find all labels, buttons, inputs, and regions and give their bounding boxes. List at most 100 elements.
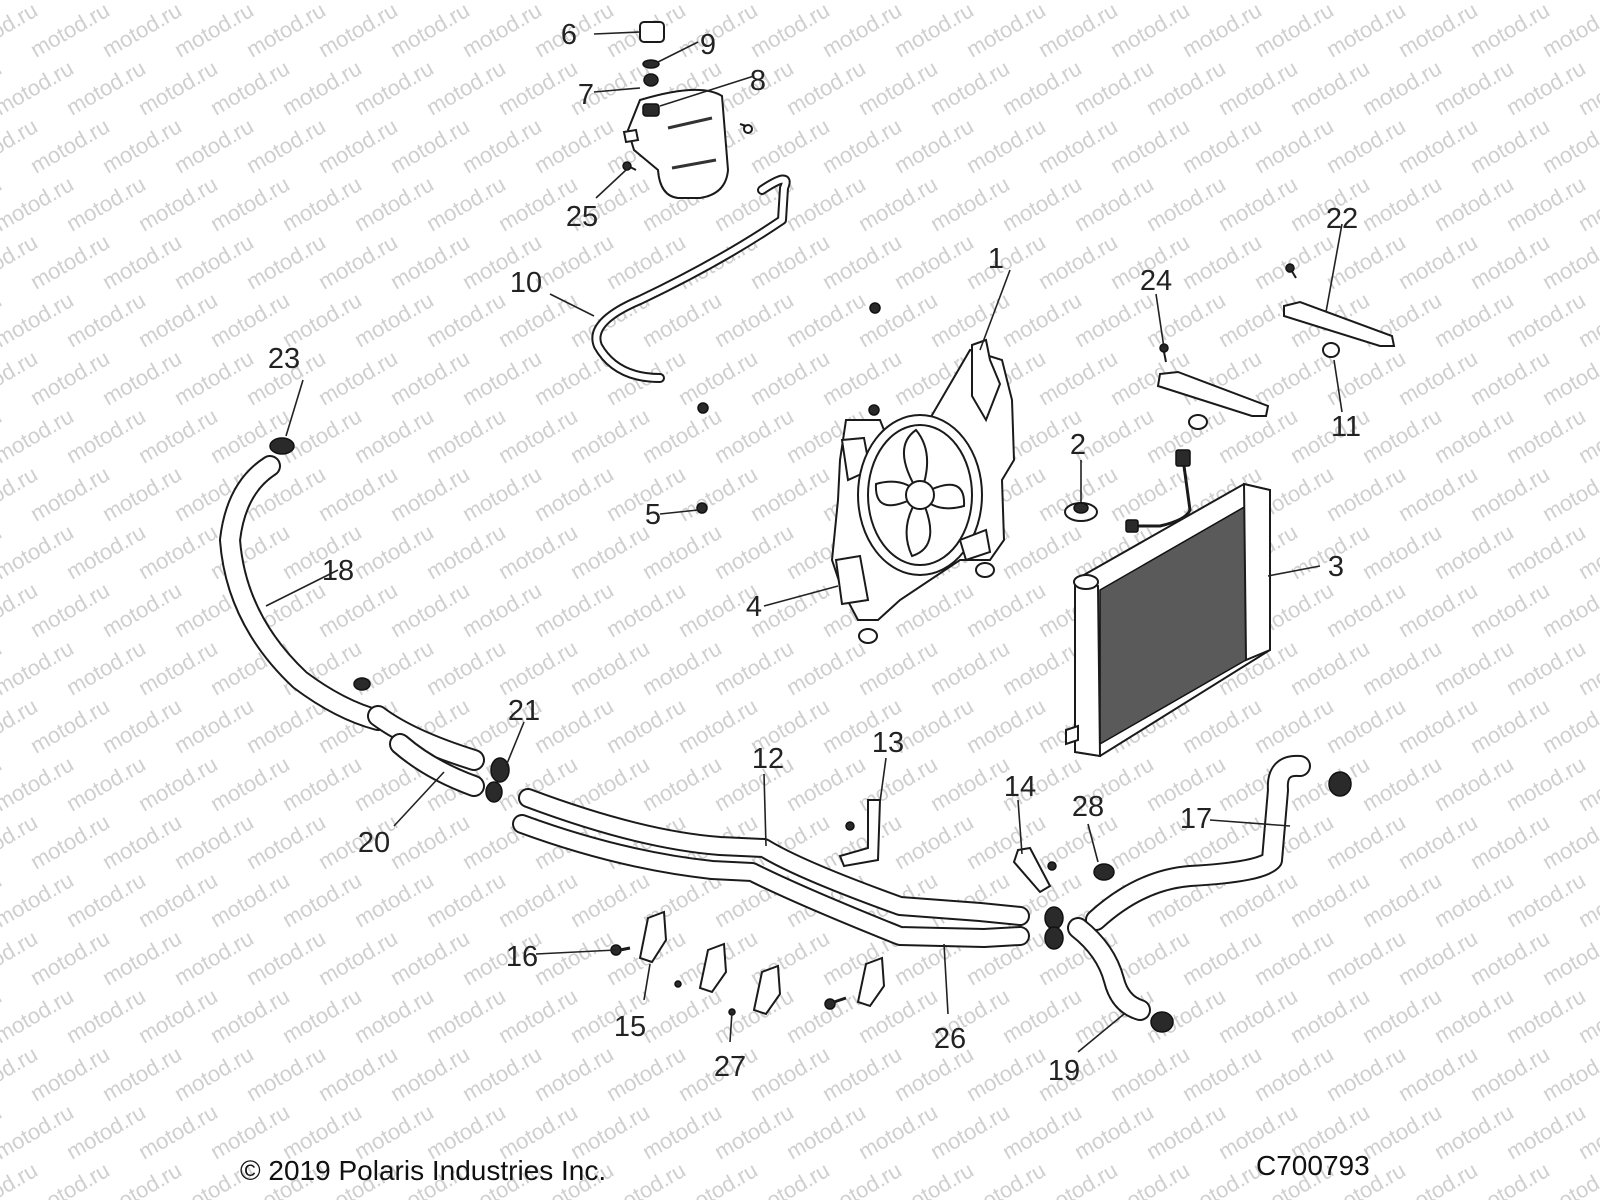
hose-clamp-21-part: [485, 757, 510, 803]
radiator-right-tank: [1242, 482, 1271, 662]
watermark-text: motod.ru: [1502, 403, 1590, 468]
watermark-text: motod.ru: [1142, 287, 1230, 352]
watermark-text: motod.ru: [1394, 809, 1482, 874]
watermark-text: motod.ru: [926, 0, 1014, 4]
watermark-text: motod.ru: [1466, 0, 1554, 62]
watermark-text: motod.ru: [854, 55, 942, 120]
watermark-text: motod.ru: [1178, 693, 1266, 758]
cooling-fan-assembly: [830, 338, 1016, 621]
watermark-text: motod.ru: [350, 983, 438, 1048]
watermark-text: motod.ru: [386, 809, 474, 874]
watermark-text: motod.ru: [1250, 229, 1338, 294]
watermark-text: motod.ru: [0, 1157, 42, 1200]
watermark-text: motod.ru: [26, 693, 114, 758]
watermark-text: motod.ru: [1430, 519, 1518, 584]
watermark-text: motod.ru: [962, 229, 1050, 294]
watermark-text: motod.ru: [134, 403, 222, 468]
watermark-text: motod.ru: [0, 751, 78, 816]
watermark-text: motod.ru: [710, 0, 798, 4]
callout-7: 7: [578, 79, 594, 111]
watermark-text: motod.ru: [1394, 693, 1482, 758]
watermark-text: motod.ru: [1538, 1041, 1600, 1106]
watermark-text: motod.ru: [782, 171, 870, 236]
watermark-text: motod.ru: [314, 925, 402, 990]
callout-20: 20: [358, 827, 390, 859]
watermark-text: motod.ru: [1538, 113, 1600, 178]
watermark-text: motod.ru: [26, 345, 114, 410]
watermark-text: motod.ru: [1142, 171, 1230, 236]
hose-20-part: [367, 705, 485, 797]
watermark-text: motod.ru: [206, 751, 294, 816]
watermark-text: motod.ru: [1430, 171, 1518, 236]
watermark-text: motod.ru: [1466, 229, 1554, 294]
callout-23: 23: [268, 343, 300, 375]
callout-labels: 1 2 3 4 5 6 7 8 9 10 11 12 13 14 15 16 1…: [268, 19, 1361, 1087]
watermark-text: motod.ru: [26, 1041, 114, 1106]
watermark-text: motod.ru: [638, 1099, 726, 1164]
cap-washer-part: [642, 59, 660, 69]
watermark-text: motod.ru: [602, 693, 690, 758]
watermark-text: motod.ru: [206, 519, 294, 584]
diagram-code: C700793: [1256, 1150, 1370, 1181]
watermark-text: motod.ru: [350, 519, 438, 584]
radiator-filler-neck: [1073, 574, 1099, 590]
watermark-text: motod.ru: [1430, 403, 1518, 468]
callout-9: 9: [700, 29, 716, 61]
watermark-text: motod.ru: [962, 1041, 1050, 1106]
reservoir-tank-part: [626, 88, 730, 199]
callout-1: 1: [988, 243, 1004, 275]
watermark-text: motod.ru: [1538, 577, 1600, 642]
watermark-text: motod.ru: [242, 809, 330, 874]
callout-3: 3: [1328, 551, 1344, 583]
watermark-text: motod.ru: [98, 113, 186, 178]
watermark-text: motod.ru: [494, 403, 582, 468]
watermark-text: motod.ru: [1358, 751, 1446, 816]
fan-shroud-foot-left: [834, 554, 870, 606]
watermark-text: motod.ru: [1358, 867, 1446, 932]
watermark-text: motod.ru: [170, 113, 258, 178]
watermark-text: motod.ru: [818, 229, 906, 294]
watermark-text: motod.ru: [1250, 113, 1338, 178]
watermark-text: motod.ru: [1502, 171, 1590, 236]
watermark-text: motod.ru: [62, 171, 150, 236]
watermark-text: motod.ru: [278, 403, 366, 468]
watermark-text: motod.ru: [530, 229, 618, 294]
hose-17-part: [1085, 754, 1352, 931]
watermark-text: motod.ru: [926, 1099, 1014, 1164]
watermark-text: motod.ru: [1502, 287, 1590, 352]
callout-8: 8: [750, 65, 766, 97]
watermark-text: motod.ru: [170, 925, 258, 990]
callout-15: 15: [614, 1011, 646, 1043]
watermark-text: motod.ru: [638, 635, 726, 700]
watermark-text: motod.ru: [26, 577, 114, 642]
watermark-text: motod.ru: [314, 0, 402, 62]
watermark-text: motod.ru: [1178, 0, 1266, 62]
radiator-cap-part: [1064, 502, 1098, 522]
callout-26: 26: [934, 1023, 966, 1055]
watermark-text: motod.ru: [170, 1041, 258, 1106]
watermark-text: motod.ru: [1286, 867, 1374, 932]
watermark-text: motod.ru: [746, 925, 834, 990]
watermark-text: motod.ru: [170, 345, 258, 410]
watermark-text: motod.ru: [998, 171, 1086, 236]
watermark-text: motod.ru: [350, 403, 438, 468]
watermark-text: motod.ru: [494, 867, 582, 932]
reservoir-nipple-part: [622, 128, 640, 144]
watermark-text: motod.ru: [710, 287, 798, 352]
watermark-text: motod.ru: [1286, 983, 1374, 1048]
watermark-text: motod.ru: [1430, 55, 1518, 120]
watermark-text: motod.ru: [1106, 461, 1194, 526]
watermark-text: motod.ru: [1394, 0, 1482, 62]
fan-shroud-top-bracket: [971, 338, 1002, 423]
watermark-text: motod.ru: [206, 55, 294, 120]
watermark-text: motod.ru: [1286, 0, 1374, 4]
watermark-text: motod.ru: [818, 345, 906, 410]
watermark-text: motod.ru: [350, 171, 438, 236]
hose-18-part: [219, 455, 389, 731]
watermark-text: motod.ru: [782, 287, 870, 352]
radiator-upper-bracket-24: [1156, 343, 1270, 417]
watermark-text: motod.ru: [422, 55, 510, 120]
leader-lines: [265, 31, 1343, 1053]
watermark-text: motod.ru: [386, 113, 474, 178]
